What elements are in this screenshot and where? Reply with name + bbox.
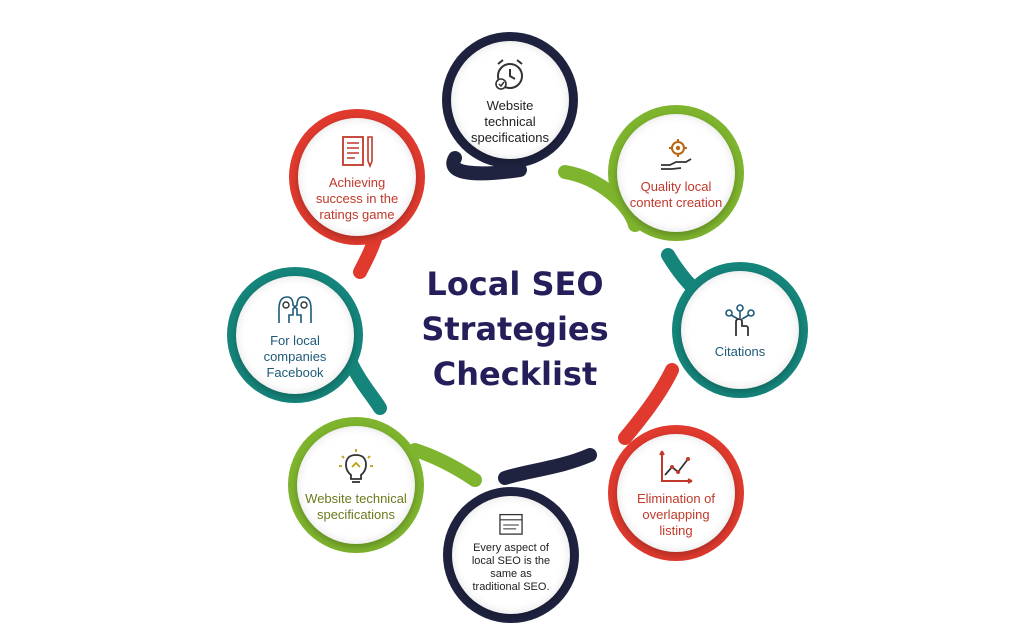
lightbulb-icon bbox=[339, 449, 373, 483]
node-facebook: For local companies Facebook bbox=[236, 276, 354, 394]
document-lines-icon bbox=[499, 513, 523, 535]
two-heads-icon bbox=[278, 296, 312, 323]
line-chart-icon bbox=[659, 450, 693, 484]
touch-network-icon bbox=[725, 304, 755, 336]
title-line-2: Strategies bbox=[421, 310, 609, 348]
title-line-3: Checklist bbox=[432, 355, 598, 393]
node-bottom: Every aspect of local SEO is the same as… bbox=[452, 496, 570, 614]
connector-elimination bbox=[618, 363, 679, 445]
node-citations: Citations bbox=[681, 271, 799, 389]
node-website-label: Website technical specifications bbox=[305, 491, 407, 522]
title-line-1: Local SEO bbox=[426, 265, 604, 303]
node-facebook-label: For local companies Facebook bbox=[263, 333, 327, 380]
node-elimination: Elimination of overlapping listing bbox=[617, 434, 735, 552]
notepad-pencil-icon bbox=[342, 136, 373, 169]
center-title: Local SEO Strategies Checklist bbox=[380, 262, 650, 397]
node-citations-label: Citations bbox=[714, 344, 766, 359]
node-ratings: Achieving success in the ratings game bbox=[298, 118, 416, 236]
node-website: Website technical specifications bbox=[297, 426, 415, 544]
node-top-label: Website technical specifications bbox=[470, 98, 550, 145]
connector-bottom bbox=[498, 448, 597, 485]
node-ratings-label: Achieving success in the ratings game bbox=[315, 175, 399, 222]
node-bottom-label: Every aspect of local SEO is the same as… bbox=[471, 542, 551, 593]
node-quality: Quality local content creation bbox=[617, 114, 735, 232]
alarm-clock-icon bbox=[495, 59, 523, 90]
hand-gear-icon bbox=[661, 139, 692, 170]
connector-facebook bbox=[345, 358, 387, 415]
connector-website bbox=[408, 443, 482, 487]
connector-top bbox=[446, 151, 527, 181]
node-elimination-label: Elimination of overlapping listing bbox=[636, 491, 716, 538]
node-quality-label: Quality local content creation bbox=[629, 179, 723, 210]
node-top: Website technical specifications bbox=[451, 41, 569, 159]
